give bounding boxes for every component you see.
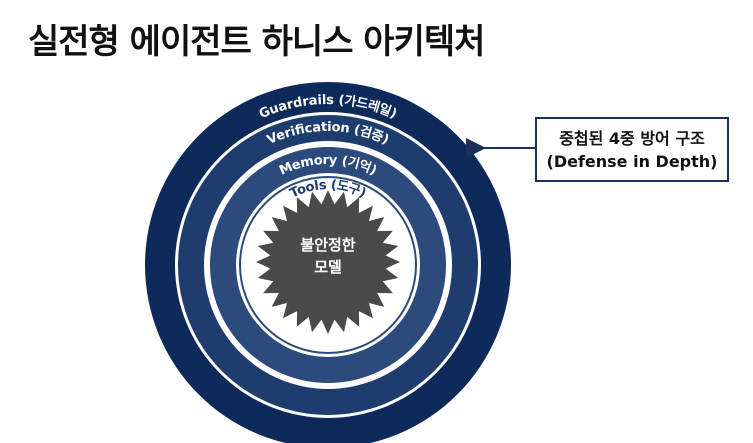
tools-label: Tools (도구)	[287, 177, 368, 201]
page-title: 실전형 에이전트 하니스 아키텍처	[28, 22, 485, 62]
core-label-line1: 불안정한	[300, 236, 355, 254]
callout-line1: 중첩된 4중 방어 구조	[559, 128, 705, 148]
defense-in-depth-callout: 중첩된 4중 방어 구조 (Defense in Depth)	[535, 117, 729, 182]
core-label-line2: 모델	[314, 258, 342, 276]
unstable-model-starburst	[256, 190, 400, 334]
tools-ring	[239, 176, 417, 354]
svg-text:Tools (도구): Tools (도구)	[287, 177, 368, 201]
callout-line2: (Defense in Depth)	[546, 151, 718, 171]
